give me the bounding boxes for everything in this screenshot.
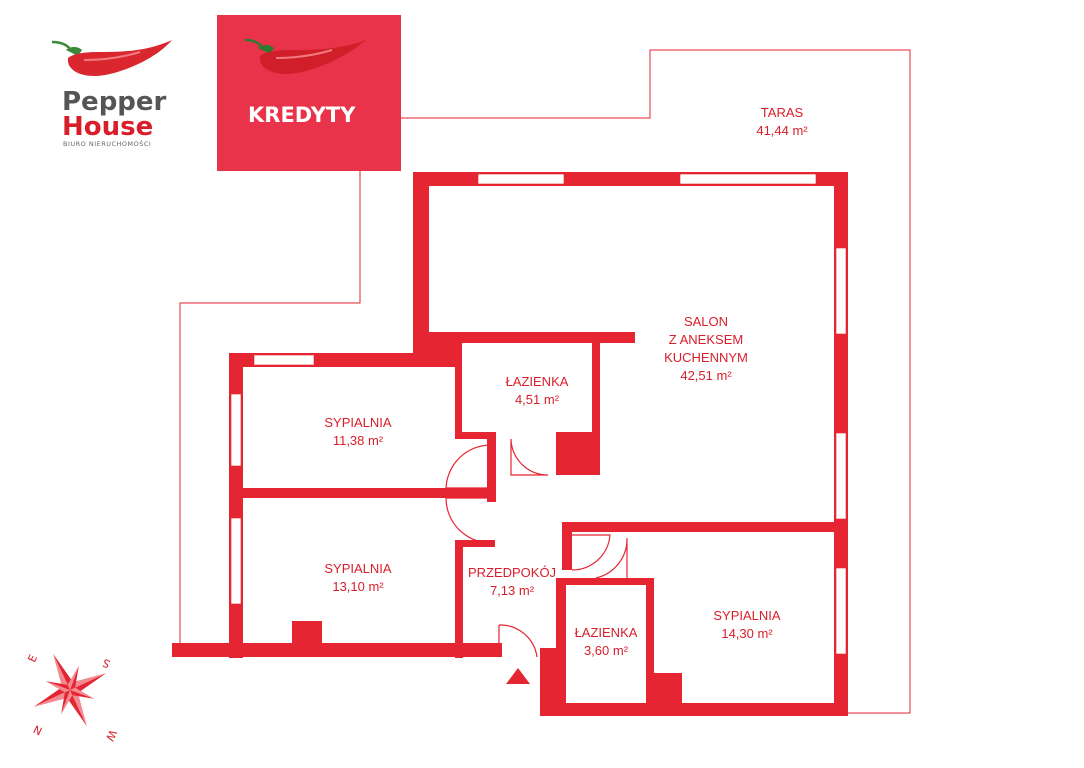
przedpokoj-area: 7,13 m² [490,583,535,598]
compass-w: W [103,728,119,743]
sypialnia3-area: 14,30 m² [721,626,773,641]
terrace-outline [179,49,911,714]
door-swings [445,438,628,658]
taras-name: TARAS [761,105,804,120]
compass-n: N [31,723,44,738]
room-labels: TARAS 41,44 m² SALON Z ANEKSEM KUCHENNYM… [324,105,808,658]
compass-s: S [101,656,113,671]
sypialnia3-name: SYPIALNIA [713,608,781,623]
kredyty-label: KREDYTY [248,103,356,127]
salon-line2: Z ANEKSEM [669,332,743,347]
compass-rose-icon: E S W N [25,653,119,744]
kredyty-banner[interactable]: KREDYTY [217,15,401,171]
przedpokoj-name: PRZEDPOKÓJ [468,565,556,580]
sypialnia1-area: 11,38 m² [333,433,384,448]
salon-line1: SALON [684,314,728,329]
salon-area: 42,51 m² [680,368,732,383]
lazienka2-area: 3,60 m² [584,643,629,658]
sypialnia1-name: SYPIALNIA [324,415,392,430]
windows [230,173,847,655]
chili-pepper-icon [51,40,172,77]
logo-line1: Pepper [62,87,167,117]
compass-e: E [25,653,40,665]
lazienka1-area: 4,51 m² [515,392,560,407]
lazienka1-name: ŁAZIENKA [506,374,569,389]
salon-line3: KUCHENNYM [664,350,748,365]
sypialnia2-name: SYPIALNIA [324,561,392,576]
logo-line2: House [62,112,153,142]
lazienka2-name: ŁAZIENKA [575,625,638,640]
taras-area: 41,44 m² [756,123,808,138]
chili-pepper-icon [244,38,366,75]
entrance-arrow-icon [506,668,530,684]
pepper-house-logo: Pepper House BIURO NIERUCHOMOŚCI [51,40,172,148]
logo-tagline: BIURO NIERUCHOMOŚCI [63,139,151,148]
sypialnia2-area: 13,10 m² [332,579,384,594]
